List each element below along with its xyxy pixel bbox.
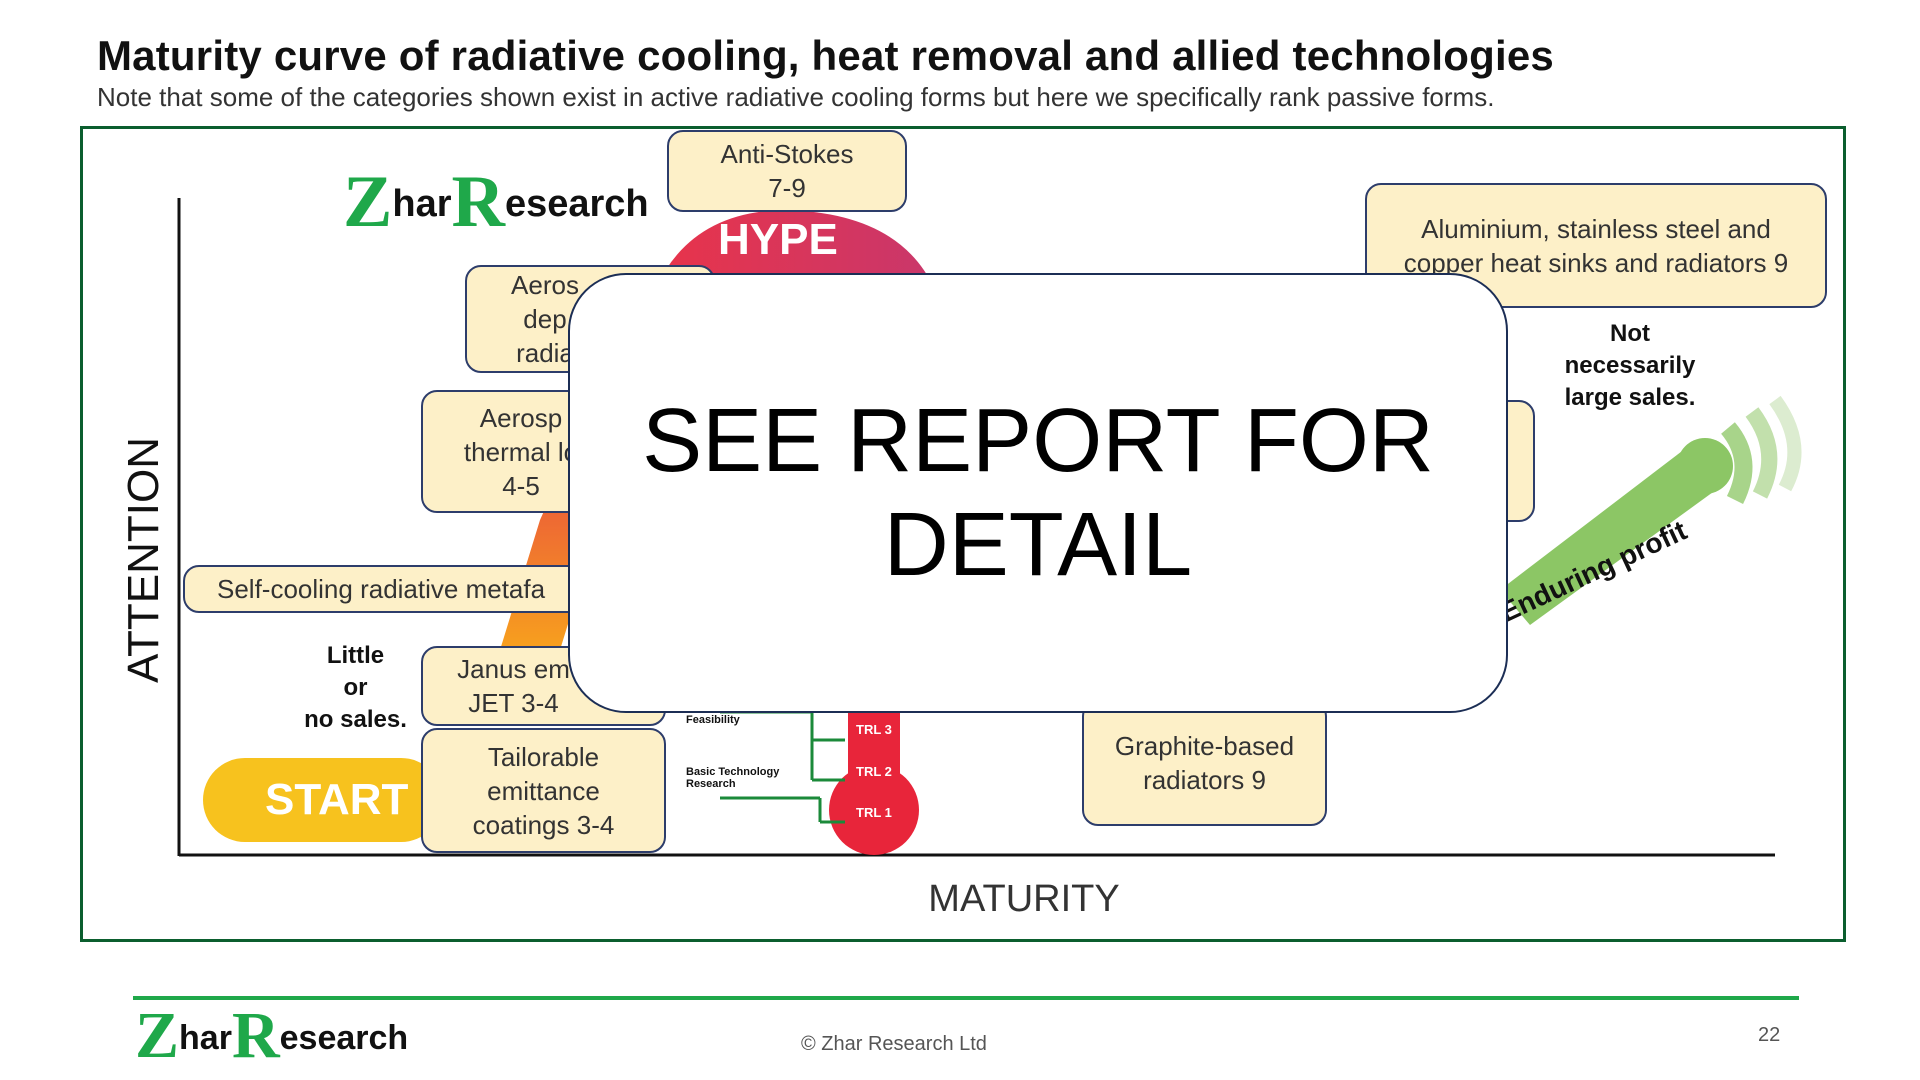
logo-footer: Z har R esearch xyxy=(135,1003,408,1069)
footer-logo-har: har xyxy=(179,1019,232,1057)
trl2-label: TRL 2 xyxy=(856,764,892,779)
box-tailorable: Tailorable emittance coatings 3-4 xyxy=(421,728,666,853)
logo-z: Z xyxy=(343,161,393,243)
see-report-overlay: SEE REPORT FOR DETAIL xyxy=(568,273,1508,713)
footer-logo-r: R xyxy=(231,999,280,1072)
x-axis-label: MATURITY xyxy=(928,878,1120,920)
logo-esearch: esearch xyxy=(504,183,649,225)
logo-r: R xyxy=(451,161,505,243)
footer-logo-z: Z xyxy=(135,999,180,1072)
trl3-label: TRL 3 xyxy=(856,722,892,737)
page-subtitle: Note that some of the categories shown e… xyxy=(97,82,1495,112)
start-pill xyxy=(203,758,443,842)
note-not-large-sales: Not necessarily large sales. xyxy=(1564,320,1696,411)
box-anti-stokes: Anti-Stokes 7-9 xyxy=(667,130,907,212)
box-self-cooling: Self-cooling radiative metafa xyxy=(183,565,603,613)
page-number: 22 xyxy=(1758,1024,1781,1046)
footer-logo-esearch: esearch xyxy=(279,1019,409,1057)
diagram-frame xyxy=(80,126,1846,942)
logo-har: har xyxy=(392,183,452,225)
trl1-label: TRL 1 xyxy=(856,805,892,820)
note-little-sales: Little or no sales. xyxy=(304,642,407,733)
page-title: Maturity curve of radiative cooling, hea… xyxy=(97,32,1554,79)
footer-line xyxy=(133,996,1799,1000)
logo-top: Z har R esearch xyxy=(343,165,649,239)
hype-label: HYPE xyxy=(718,215,838,264)
success-band xyxy=(1500,395,1802,625)
hype-dome xyxy=(655,210,935,290)
trl-basic-label: Basic Technology Research xyxy=(686,766,780,790)
box-graphite: Graphite-based radiators 9 xyxy=(1082,700,1327,826)
copyright: © Zhar Research Ltd xyxy=(801,1033,987,1055)
y-axis-label: ATTENTION xyxy=(119,436,168,684)
start-label: START xyxy=(265,775,409,824)
